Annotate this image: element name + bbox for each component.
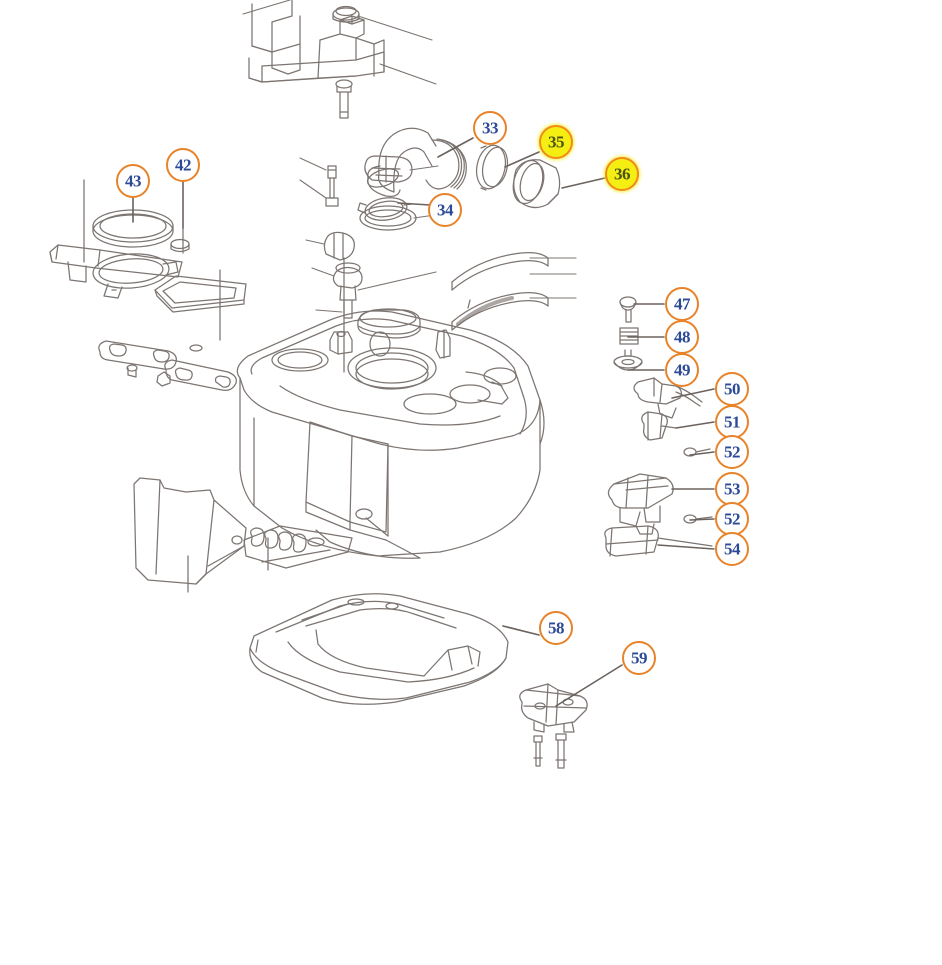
callout-number: 43: [125, 171, 142, 190]
leader-line: [657, 544, 715, 550]
lower-left-panels: [133, 477, 353, 593]
leader-line: [675, 421, 715, 429]
callout-number: 42: [175, 155, 192, 174]
callout-number: 51: [724, 412, 741, 431]
callout-number: 52: [724, 509, 741, 528]
callout-number: 50: [724, 379, 741, 398]
part-group-50-52: [633, 377, 711, 457]
callout-number: 58: [548, 618, 565, 637]
part-group-53-54: [604, 473, 713, 557]
callout-number: 35: [548, 132, 565, 151]
part-callout-52[interactable]: 52: [715, 502, 749, 536]
leader-line: [561, 177, 606, 189]
leader-line: [504, 151, 540, 168]
callout-number: 34: [437, 200, 454, 219]
part-callout-54[interactable]: 54: [715, 532, 749, 566]
part-callout-33[interactable]: 33: [473, 111, 507, 145]
part-callout-36[interactable]: 36: [605, 157, 639, 191]
mounting-bracket-59: [519, 683, 588, 769]
callout-number: 52: [724, 442, 741, 461]
leader-line: [689, 518, 715, 521]
top-bracket-assembly: [248, 0, 385, 119]
part-callout-47[interactable]: 47: [665, 287, 699, 321]
left-ring-clamp-group: [49, 179, 247, 341]
bottom-cover-plate: [249, 593, 509, 705]
leader-line: [689, 451, 715, 456]
leader-line: [555, 664, 623, 707]
callout-number: 53: [724, 479, 741, 498]
part-callout-58[interactable]: 58: [539, 611, 573, 645]
curved-seal-strips: [451, 252, 549, 331]
part-callout-59[interactable]: 59: [622, 641, 656, 675]
callout-number: 54: [724, 539, 741, 558]
part-callout-48[interactable]: 48: [665, 320, 699, 354]
main-housing-body: [236, 308, 545, 559]
callout-number: 48: [674, 327, 691, 346]
callout-number: 33: [482, 118, 499, 137]
part-callout-51[interactable]: 51: [715, 405, 749, 439]
seal-strip-leaders: [529, 257, 577, 299]
part-callout-49[interactable]: 49: [665, 353, 699, 387]
leader-line: [397, 202, 431, 206]
leader-line: [437, 137, 474, 158]
callout-number: 49: [674, 360, 691, 379]
part-callout-50[interactable]: 50: [715, 372, 749, 406]
elbow-duct-assembly: [357, 127, 561, 221]
part-callout-34[interactable]: 34: [428, 193, 462, 227]
top-leader-lines: [242, 0, 437, 85]
part-callout-35[interactable]: 35: [539, 125, 573, 159]
part-callout-52[interactable]: 52: [715, 435, 749, 469]
leader-line: [671, 388, 715, 399]
leader-line: [502, 625, 540, 636]
callout-number: 59: [631, 648, 648, 667]
part-callout-42[interactable]: 42: [166, 148, 200, 182]
callout-number: 47: [674, 294, 691, 313]
part-callout-53[interactable]: 53: [715, 472, 749, 506]
part-callout-43[interactable]: 43: [116, 164, 150, 198]
callout-number: 36: [614, 164, 631, 183]
linkage-rod-group: [98, 340, 237, 391]
